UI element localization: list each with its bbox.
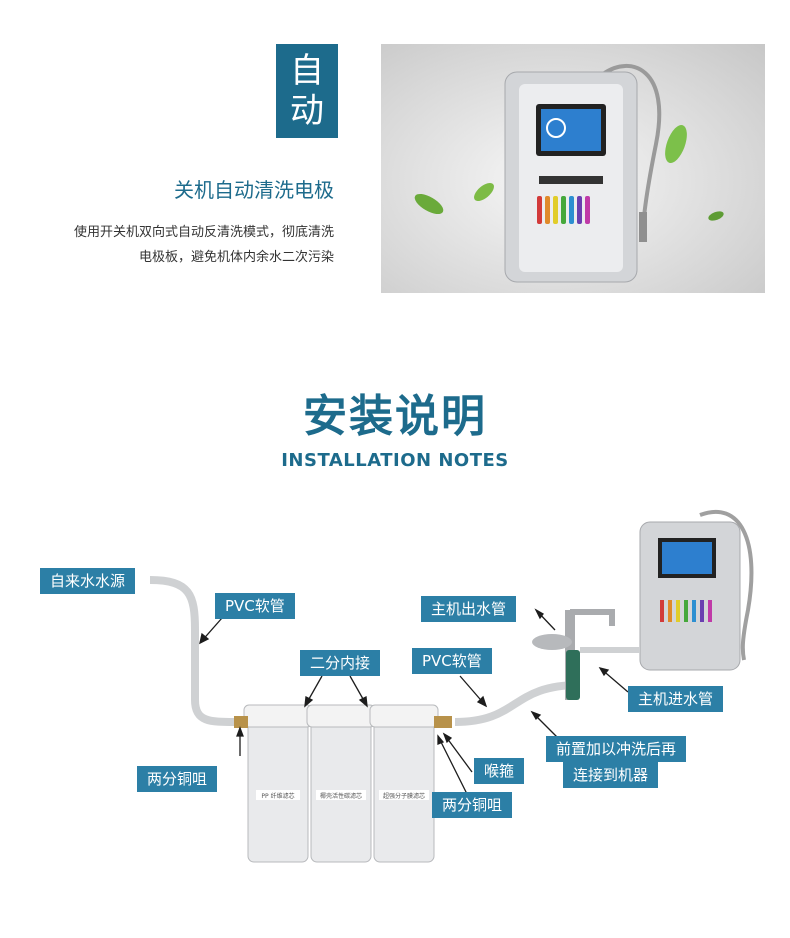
feature-description: 使用开关机双向式自动反清洗模式，彻底清洗 电极板，避免机体内余水二次污染 — [74, 220, 334, 270]
label-hose-clamp: 喉箍 — [474, 758, 525, 784]
label-inner-joint: 二分内接 — [300, 650, 381, 676]
filter-cartridge: PP 纤维滤芯 — [243, 704, 313, 863]
cartridge-label-2: 椰壳活性碳滤芯 — [320, 792, 362, 800]
label-flush-line-2: 连接到机器 — [563, 762, 659, 788]
feature-badge: 自 动 — [276, 44, 338, 138]
feature-title: 关机自动清洗电极 — [174, 178, 334, 202]
label-pvc-hose-left: PVC软管 — [215, 593, 295, 619]
feature-desc-line-1: 使用开关机双向式自动反清洗模式，彻底清洗 — [73, 225, 334, 240]
diagram-drawing: PP 纤维滤芯 椰壳活性碳滤芯 超强分子膜滤芯 — [149, 509, 754, 863]
cartridge-label-3: 超强分子膜滤芯 — [383, 792, 425, 800]
installation-diagram: PP 纤维滤芯 椰壳活性碳滤芯 超强分子膜滤芯 — [0, 500, 790, 920]
cartridge-label-1: PP 纤维滤芯 — [261, 792, 294, 800]
label-main-outlet: 主机出水管 — [421, 596, 517, 622]
section-subtitle: INSTALLATION NOTES — [281, 450, 509, 471]
badge-char-1: 自 — [290, 51, 324, 91]
water-ionizer-illustration — [414, 64, 724, 283]
label-main-inlet: 主机进水管 — [628, 686, 724, 712]
feature-desc-line-2: 电极板，避免机体内余水二次污染 — [138, 250, 334, 265]
label-copper-nozzle-left: 两分铜咀 — [137, 766, 218, 792]
label-copper-nozzle-right: 两分铜咀 — [432, 792, 513, 818]
label-flush-line-1: 前置加以冲洗后再 — [546, 736, 687, 762]
filter-cartridge: 椰壳活性碳滤芯 — [306, 704, 376, 863]
label-pvc-hose-right: PVC软管 — [412, 648, 492, 674]
label-tap-water: 自来水水源 — [40, 568, 136, 594]
leaf-icon — [414, 124, 724, 221]
section-title: 安装说明 — [303, 391, 487, 442]
product-photo — [381, 44, 765, 293]
badge-char-2: 动 — [290, 91, 324, 131]
filter-cartridge: 超强分子膜滤芯 — [369, 704, 439, 863]
